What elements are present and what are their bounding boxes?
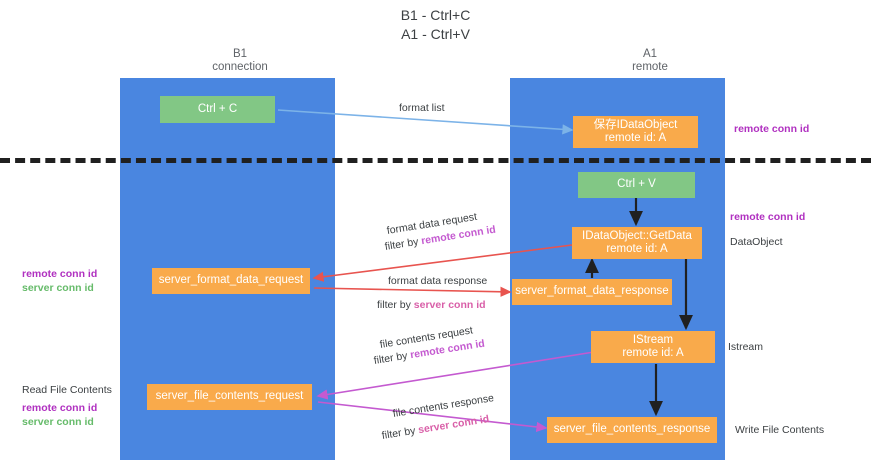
label-filter-prefix-3: filter by [372,349,412,367]
node-istream-line1: IStream [632,333,674,346]
node-ctrl-c[interactable]: Ctrl + C [160,96,275,123]
title-line-2: A1 - Ctrl+V [401,26,470,42]
title-line-1: B1 - Ctrl+C [400,7,471,23]
node-server-format-data-response-label: server_format_data_response [515,285,669,298]
note-left-remote-conn-id-2: remote conn id [22,402,98,414]
node-server-file-contents-response-label: server_file_contents_response [553,423,711,436]
page-title: B1 - Ctrl+C A1 - Ctrl+V [0,6,871,44]
label-format-list: format list [399,102,445,114]
note-right-remote-conn-top: remote conn id [734,123,809,137]
label-filter-prefix-4: filter by [380,424,420,442]
node-ctrl-v-label: Ctrl + V [617,178,656,191]
label-filter-server-conn-id: server conn id [413,299,486,311]
node-idataobject-getdata-line2: remote id: A [606,243,668,255]
column-header-b1: B1 connection [150,48,330,74]
node-server-format-data-request[interactable]: server_format_data_request [152,268,310,294]
label-format-data-response-filter: filter by server conn id [377,299,486,312]
node-ctrl-c-label: Ctrl + C [197,102,238,115]
node-server-format-data-request-label: server_format_data_request [158,274,304,287]
note-right-dataobject: DataObject [730,236,783,248]
note-left-conn-ids: remote conn id server conn id [22,268,97,295]
node-istream-line2: remote id: A [622,347,684,359]
phase-divider [0,158,871,163]
label-format-data-response: format data response [388,275,487,288]
note-left-server-conn-id: server conn id [22,281,94,294]
note-left-server-conn-id-2: server conn id [22,415,94,428]
note-left-conn-ids-2: remote conn id server conn id [22,402,97,429]
node-save-idataobject[interactable]: 保存IDataObject remote id: A [573,116,698,148]
label-filter-prefix: filter by [383,235,423,253]
label-format-data-response-text: format data response [388,275,488,287]
node-server-format-data-response[interactable]: server_format_data_response [512,279,672,305]
label-filter-prefix-2: filter by [377,299,414,311]
note-right-remote-conn-top-text: remote conn id [734,123,810,135]
column-header-a1: A1 remote [560,48,740,74]
node-save-idataobject-line1: 保存IDataObject [593,118,678,131]
label-filter-server-conn-id-2: server conn id [417,413,491,437]
column-header-b1-name: B1 [232,48,248,60]
note-right-remote-conn-mid-text: remote conn id [730,211,806,223]
node-istream[interactable]: IStream remote id: A [591,331,715,363]
column-header-a1-name: A1 [642,48,658,60]
arrow-format-data-response [313,286,512,297]
note-left-remote-conn-id: remote conn id [22,268,98,280]
note-right-istream: Istream [728,341,764,353]
node-idataobject-getdata[interactable]: IDataObject::GetData remote id: A [572,227,702,259]
node-server-file-contents-response[interactable]: server_file_contents_response [547,417,717,443]
column-header-b1-role: connection [212,61,268,73]
node-save-idataobject-line2: remote id: A [604,132,667,144]
node-server-file-contents-request-label: server_file_contents_request [155,390,304,403]
note-left-read-file-contents: Read File Contents [22,384,112,396]
note-right-remote-conn-mid: remote conn id [730,211,805,225]
node-ctrl-v[interactable]: Ctrl + V [578,172,695,198]
note-right-write-file-contents: Write File Contents [735,424,825,436]
node-server-file-contents-request[interactable]: server_file_contents_request [147,384,312,410]
column-header-a1-role: remote [632,61,668,73]
node-idataobject-getdata-line1: IDataObject::GetData [582,229,692,242]
